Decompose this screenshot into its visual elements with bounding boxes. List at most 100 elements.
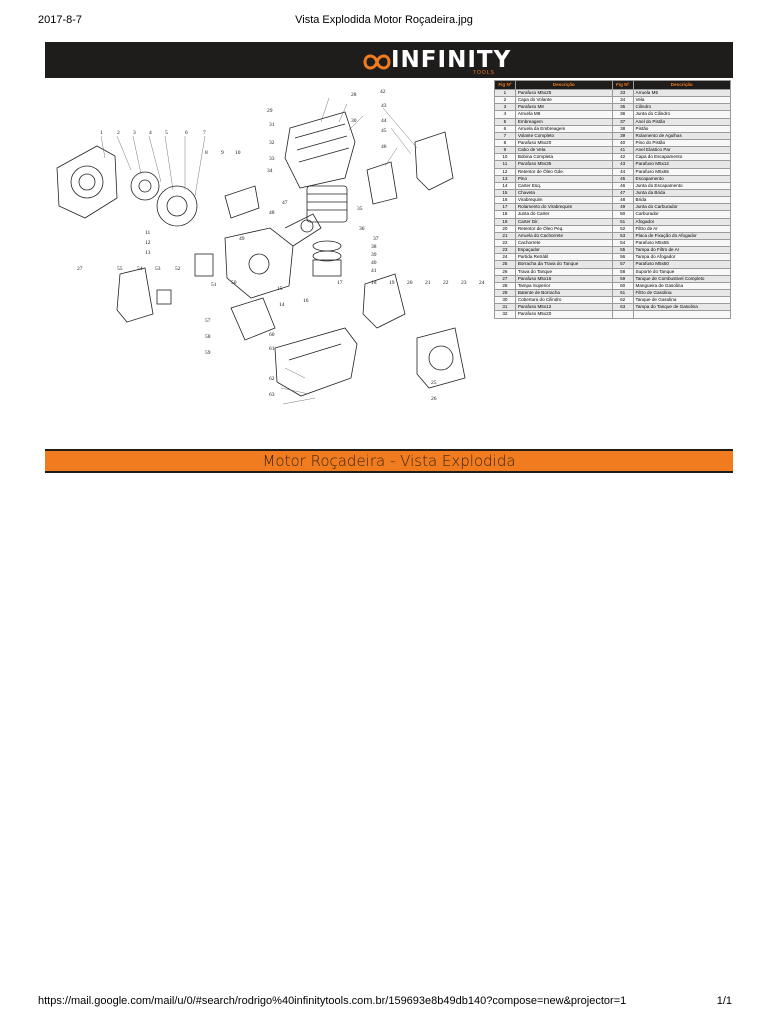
description-cell: Junta da Brida xyxy=(632,188,732,198)
description-cell: Parafuso M8 xyxy=(514,103,613,112)
description-cell: Pino xyxy=(514,174,613,183)
description-cell: Bobina Completa xyxy=(514,153,613,162)
description-cell: Carter Esq. xyxy=(514,181,613,190)
fig-number-cell: 21 xyxy=(494,231,516,240)
description-cell: Rolamento de Agulhas xyxy=(632,131,732,140)
svg-text:38: 38 xyxy=(371,244,377,250)
table-header: Fig Nº Descrição Fig Nº Descrição xyxy=(494,80,732,90)
svg-text:49: 49 xyxy=(239,236,245,242)
fig-number-cell: 19 xyxy=(494,217,516,226)
fig-number-cell: 49 xyxy=(611,203,634,212)
svg-text:6: 6 xyxy=(185,130,188,136)
description-cell: Batente de Borracha xyxy=(514,288,613,298)
description-cell: Parafuso M5x20 xyxy=(514,310,613,319)
fig-number-cell: 27 xyxy=(494,274,516,283)
svg-text:63: 63 xyxy=(269,392,275,398)
svg-text:61: 61 xyxy=(269,346,275,352)
fig-number-cell: 51 xyxy=(611,217,634,226)
description-cell: Volante Completo xyxy=(514,131,613,140)
description-cell: Suporte do Tanque xyxy=(632,267,732,276)
print-url: https://mail.google.com/mail/u/0/#search… xyxy=(38,995,627,1007)
fig-number-cell: 31 xyxy=(494,303,516,312)
description-cell: Carter Dir. xyxy=(514,217,613,226)
fig-number-cell: 20 xyxy=(494,224,516,233)
header-fig-2: Fig Nº xyxy=(611,80,634,90)
description-cell: Parafuso M5x55 xyxy=(632,238,732,248)
description-cell: Borracha da Trava do Tanque xyxy=(514,260,613,269)
description-cell: Brida xyxy=(632,196,732,205)
fig-number-cell: 14 xyxy=(494,181,516,190)
svg-text:45: 45 xyxy=(381,128,387,134)
description-cell: Cobertura do Cilindro xyxy=(514,296,613,305)
description-cell: Carburador xyxy=(632,210,732,219)
description-cell: Filtro de Ar xyxy=(632,224,732,233)
fig-number-cell: 36 xyxy=(611,110,634,119)
svg-text:19: 19 xyxy=(389,280,395,286)
svg-text:2: 2 xyxy=(117,130,120,136)
svg-text:46: 46 xyxy=(381,144,387,150)
svg-text:13: 13 xyxy=(145,250,151,256)
fig-number-cell: 35 xyxy=(611,103,634,112)
svg-text:57: 57 xyxy=(205,318,211,324)
svg-text:22: 22 xyxy=(443,280,449,286)
svg-text:30: 30 xyxy=(351,118,357,124)
fig-number-cell: 52 xyxy=(611,224,634,233)
fig-number-cell: 42 xyxy=(611,153,634,162)
fig-number-cell: 39 xyxy=(611,131,634,140)
svg-text:58: 58 xyxy=(205,334,211,340)
svg-text:7: 7 xyxy=(203,130,206,136)
fig-number-cell: 37 xyxy=(611,117,634,126)
description-cell: Tampa do Tanque de Gasolina xyxy=(632,303,732,312)
fig-number-cell: 1 xyxy=(494,88,516,98)
svg-text:9: 9 xyxy=(221,150,224,156)
fig-number-cell: 6 xyxy=(494,124,516,133)
svg-text:8: 8 xyxy=(205,150,208,156)
svg-text:50: 50 xyxy=(231,280,237,286)
description-cell: Tampa do Filtro de Ar xyxy=(632,246,732,255)
fig-number-cell: 12 xyxy=(494,167,516,176)
description-cell: Arruela da Embreagem xyxy=(514,124,613,133)
description-cell: Arruela M8 xyxy=(514,110,613,119)
svg-text:31: 31 xyxy=(269,122,275,128)
fig-number-cell: 34 xyxy=(611,96,634,105)
fig-number-cell: 16 xyxy=(494,196,516,205)
description-cell: Partida Retrátil xyxy=(514,253,613,262)
fig-number-cell: 26 xyxy=(494,267,516,276)
description-cell: Afogador xyxy=(632,217,732,226)
svg-text:24: 24 xyxy=(479,280,485,286)
infinity-logo: INFINITY TOOLS xyxy=(361,46,521,76)
description-cell: Capa do Escapamento xyxy=(632,153,732,162)
fig-number-cell: 50 xyxy=(611,210,634,219)
description-cell: Pistão xyxy=(632,124,732,133)
fig-number-cell: 58 xyxy=(611,267,634,276)
svg-text:33: 33 xyxy=(269,156,275,162)
svg-text:62: 62 xyxy=(269,376,275,382)
svg-text:20: 20 xyxy=(407,280,413,286)
svg-text:43: 43 xyxy=(381,103,387,109)
print-footer: https://mail.google.com/mail/u/0/#search… xyxy=(0,995,768,1011)
infinity-swirl-icon xyxy=(363,54,391,70)
print-title: Vista Explodida Motor Roçadeira.jpg xyxy=(295,14,473,26)
description-cell: Arruela M5 xyxy=(632,88,732,98)
svg-text:25: 25 xyxy=(431,380,437,386)
fig-number-cell: 55 xyxy=(611,246,634,255)
fig-number-cell: 56 xyxy=(611,253,634,262)
fig-number-cell: 47 xyxy=(611,188,634,198)
description-cell: Embreagem xyxy=(514,117,613,126)
